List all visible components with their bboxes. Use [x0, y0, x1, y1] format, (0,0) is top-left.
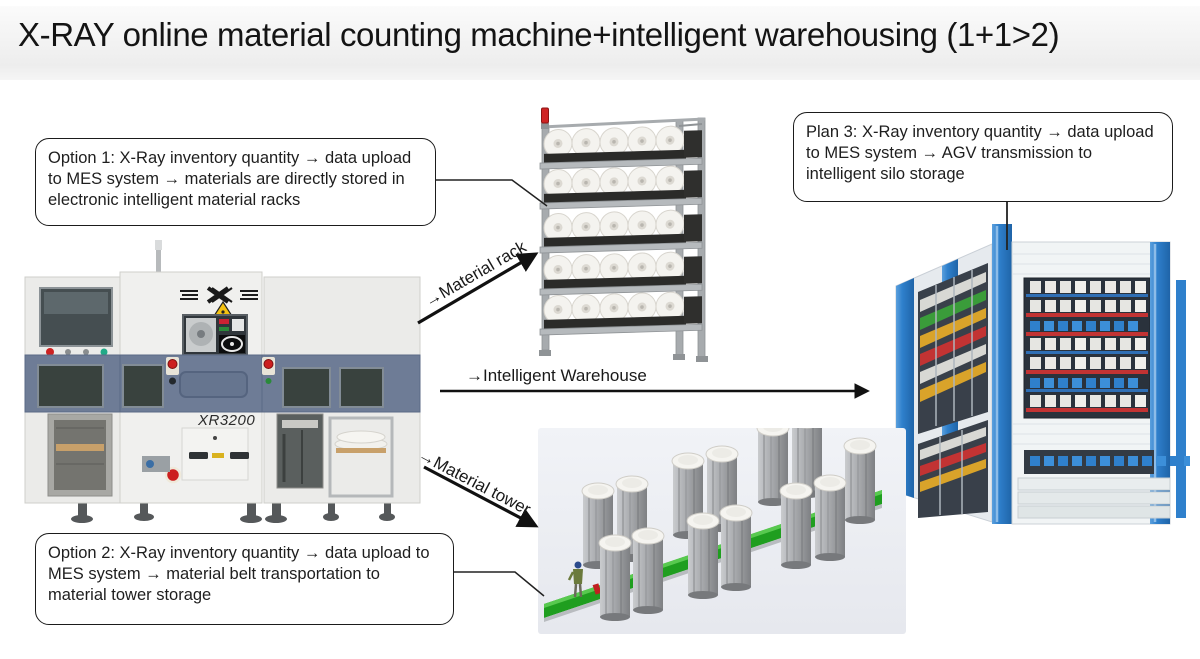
page-title: X-RAY online material counting machine+i…: [18, 16, 1060, 53]
machine-lower-left-bay: [47, 413, 113, 497]
control-buttons: [46, 348, 108, 356]
reel-cart: [328, 416, 394, 498]
machine-lower-right-bay: [276, 413, 324, 489]
signal-tower: [156, 240, 161, 274]
machine-model-label: XR3200: [198, 412, 256, 429]
rack-shelves: [540, 125, 702, 335]
display-screen: [182, 314, 248, 356]
silo-front-pillar: [992, 224, 1012, 524]
operator-figure: [567, 561, 583, 598]
xray-machine-illustration: [24, 240, 421, 523]
intelligent-silo-illustration: [895, 224, 1190, 525]
silo-output-bay: [1017, 450, 1190, 519]
callout-option2: Option 2: X-Ray inventory quantity → dat…: [35, 533, 454, 625]
callout-option1: Option 1: X-Ray inventory quantity → dat…: [35, 138, 436, 226]
intelligent-warehouse-flow-label: →Intelligent Warehouse: [466, 366, 647, 385]
material-tower-illustration: [538, 428, 906, 634]
x-logo-icon: [180, 286, 258, 304]
callout-plan3-text: Plan 3: X-Ray inventory quantity → data …: [806, 123, 1154, 183]
option2-connector: [454, 571, 545, 597]
silo-front-shelves: [1023, 277, 1151, 419]
emergency-stop-button: [166, 357, 275, 385]
silo-right-pillar: [1176, 280, 1186, 518]
callout-plan3: Plan 3: X-Ray inventory quantity → data …: [793, 112, 1173, 202]
material-rack-illustration: [539, 107, 708, 362]
material-tower-flow-label: →Material tower: [415, 445, 534, 520]
band-windows: [37, 364, 384, 408]
title-band: [0, 6, 1200, 80]
silo-side-shelves: [918, 263, 988, 518]
callout-option2-text: Option 2: X-Ray inventory quantity → dat…: [48, 544, 430, 604]
callout-option1-text: Option 1: X-Ray inventory quantity → dat…: [48, 149, 412, 209]
signal-light-icon: [541, 107, 549, 129]
machine-output-panel: [181, 427, 249, 481]
machine-legs: [71, 496, 395, 523]
